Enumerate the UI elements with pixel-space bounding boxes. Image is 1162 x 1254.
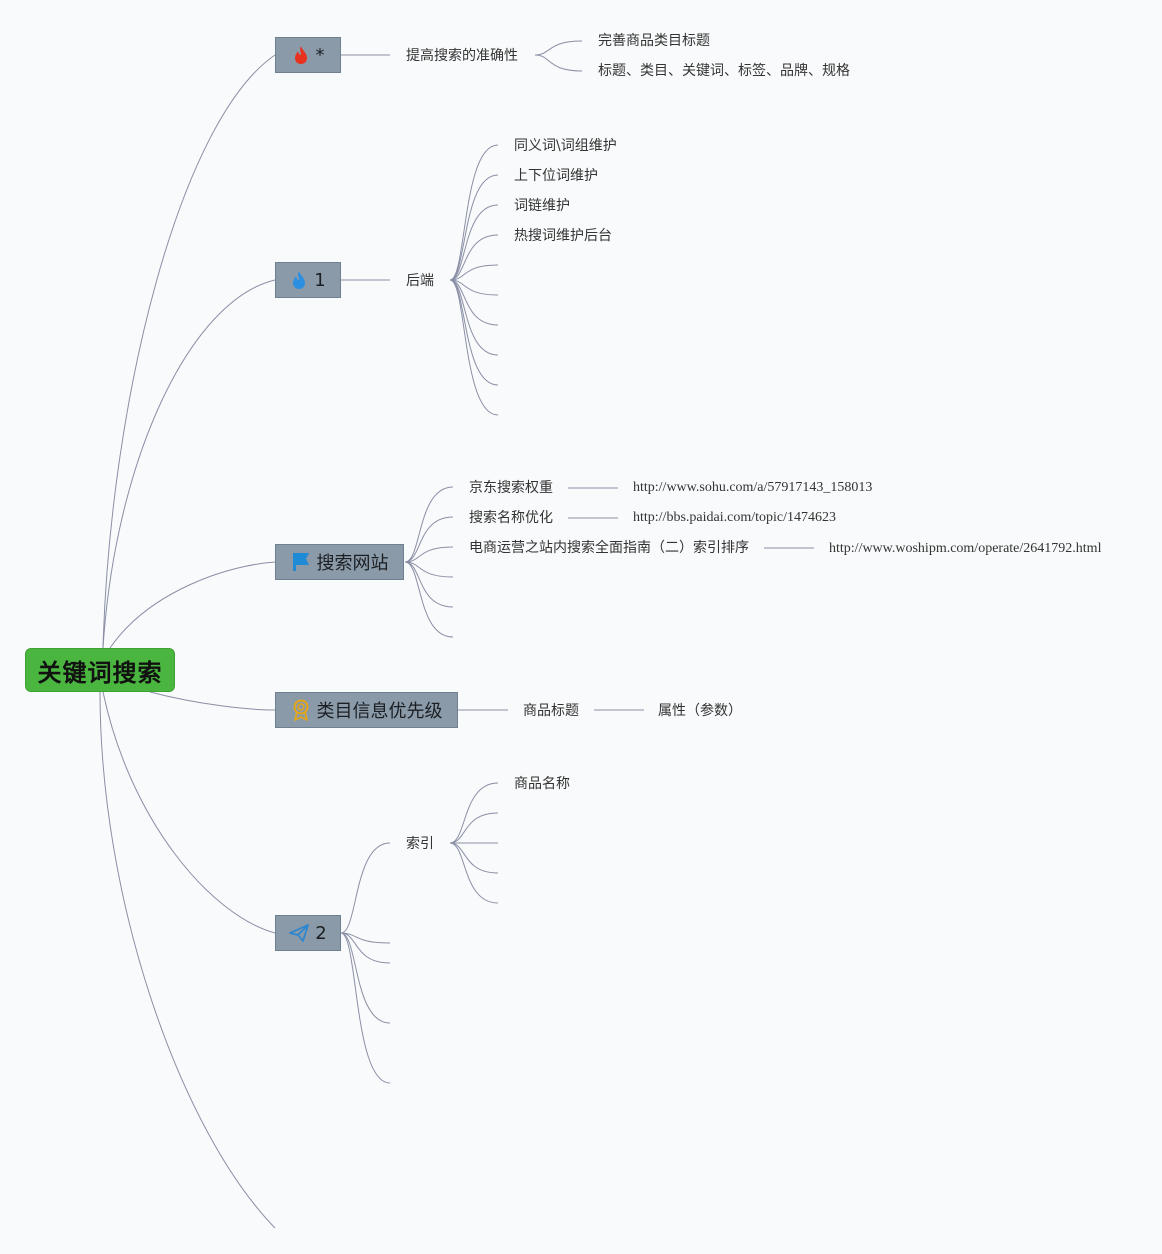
root-connector — [102, 54, 276, 649]
leaf-connector — [449, 204, 499, 281]
link-name[interactable]: 京东搜索权重 — [469, 480, 553, 496]
leaf-connector — [404, 561, 454, 578]
branch-node-paper-plane[interactable]: 2 — [275, 915, 341, 951]
leaf-connector — [449, 782, 499, 844]
branch-node-category-priority[interactable]: 类目信息优先级 — [275, 692, 458, 728]
branch-label: * — [315, 44, 325, 66]
branch-node-search-sites[interactable]: 搜索网站 — [275, 544, 404, 580]
award-icon — [291, 699, 311, 721]
leaf-label[interactable]: 商品名称 — [514, 776, 570, 792]
leaf-label[interactable]: 词链维护 — [514, 198, 570, 214]
link-name[interactable]: 搜索名称优化 — [469, 510, 553, 526]
child-label[interactable]: 后端 — [406, 273, 434, 289]
leaf-label[interactable]: 同义词\词组维护 — [514, 138, 617, 154]
leaf-connector — [449, 842, 499, 874]
child-connector — [340, 932, 391, 1024]
leaf-label[interactable]: 上下位词维护 — [514, 168, 598, 184]
root-connector — [102, 691, 276, 934]
chain-label[interactable]: 商品标题 — [523, 703, 579, 719]
link-url[interactable]: http://www.woshipm.com/operate/2641792.h… — [829, 541, 1102, 556]
fire-blue-icon — [290, 270, 308, 290]
branch-label: 搜索网站 — [316, 553, 389, 574]
leaf-connector — [449, 279, 499, 416]
link-url[interactable]: http://bbs.paidai.com/topic/1474623 — [633, 510, 836, 525]
child-label[interactable]: 提高搜索的准确性 — [406, 48, 518, 64]
link-name[interactable]: 电商运营之站内搜索全面指南（二）索引排序 — [469, 540, 749, 556]
leaf-connector — [449, 144, 499, 281]
leaf-connector — [449, 279, 499, 296]
root-connector — [149, 691, 276, 711]
flag-icon — [291, 552, 311, 572]
child-connector — [340, 842, 391, 934]
leaf-connector — [449, 264, 499, 281]
branch-label: 1 — [314, 269, 326, 291]
leaf-connector — [449, 174, 499, 281]
child-connector — [340, 932, 391, 964]
leaf-connector — [404, 561, 454, 638]
root-node[interactable]: 关键词搜索 — [25, 648, 175, 692]
branch-node-fire-red[interactable]: * — [275, 37, 341, 73]
leaf-connector — [449, 842, 499, 904]
branch-node-fire-blue[interactable]: 1 — [275, 262, 341, 298]
leaf-connector — [449, 234, 499, 281]
leaf-connector — [404, 486, 454, 563]
root-connector — [102, 279, 276, 649]
leaf-connector — [404, 561, 454, 608]
leaf-label[interactable]: 热搜词维护后台 — [514, 228, 612, 244]
chain-label[interactable]: 属性（参数） — [658, 703, 742, 719]
fire-red-icon — [292, 45, 310, 65]
branch-label: 类目信息优先级 — [316, 701, 443, 722]
leaf-connector — [404, 516, 454, 563]
root-connector — [109, 561, 276, 649]
leaf-connector — [449, 812, 499, 844]
child-connector — [340, 932, 391, 1084]
leaf-label[interactable]: 完善商品类目标题 — [598, 33, 710, 49]
branch-label: 2 — [315, 922, 327, 944]
paper-plane-icon — [289, 924, 310, 942]
child-label[interactable]: 索引 — [406, 836, 434, 852]
root-connector — [99, 691, 276, 1229]
leaf-connector — [534, 54, 583, 72]
leaf-connector — [534, 40, 583, 56]
leaf-connector — [449, 279, 499, 386]
leaf-label[interactable]: 标题、类目、关键词、标签、品牌、规格 — [598, 63, 850, 79]
leaf-connector — [449, 279, 499, 326]
link-url[interactable]: http://www.sohu.com/a/57917143_158013 — [633, 480, 873, 495]
leaf-connector — [404, 546, 454, 563]
